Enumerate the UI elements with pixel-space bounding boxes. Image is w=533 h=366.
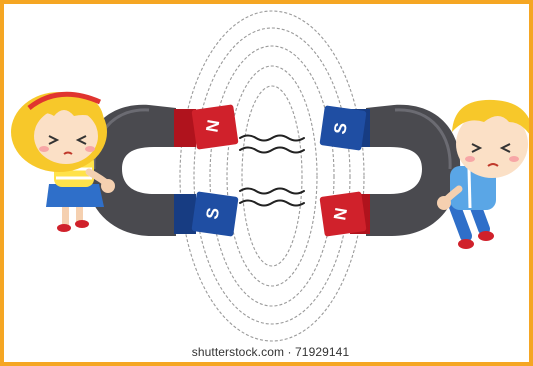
boy-character [437,99,529,249]
right-north-label: N [330,206,351,221]
left-north-label: N [202,118,223,133]
magnet-illustration: N S S N [11,10,529,342]
girl-character [11,91,115,232]
right-horseshoe-magnet [366,104,461,236]
repulsion-waves [239,134,305,207]
left-south-pole: S [174,191,239,237]
right-south-pole: S [319,105,370,151]
magnetic-field-lines [179,10,365,342]
stock-watermark: shutterstock.com · 71929141 [191,345,350,359]
left-north-pole: N [174,104,239,150]
right-north-pole: N [319,191,370,237]
right-south-label: S [330,121,351,135]
left-south-label: S [202,206,223,220]
